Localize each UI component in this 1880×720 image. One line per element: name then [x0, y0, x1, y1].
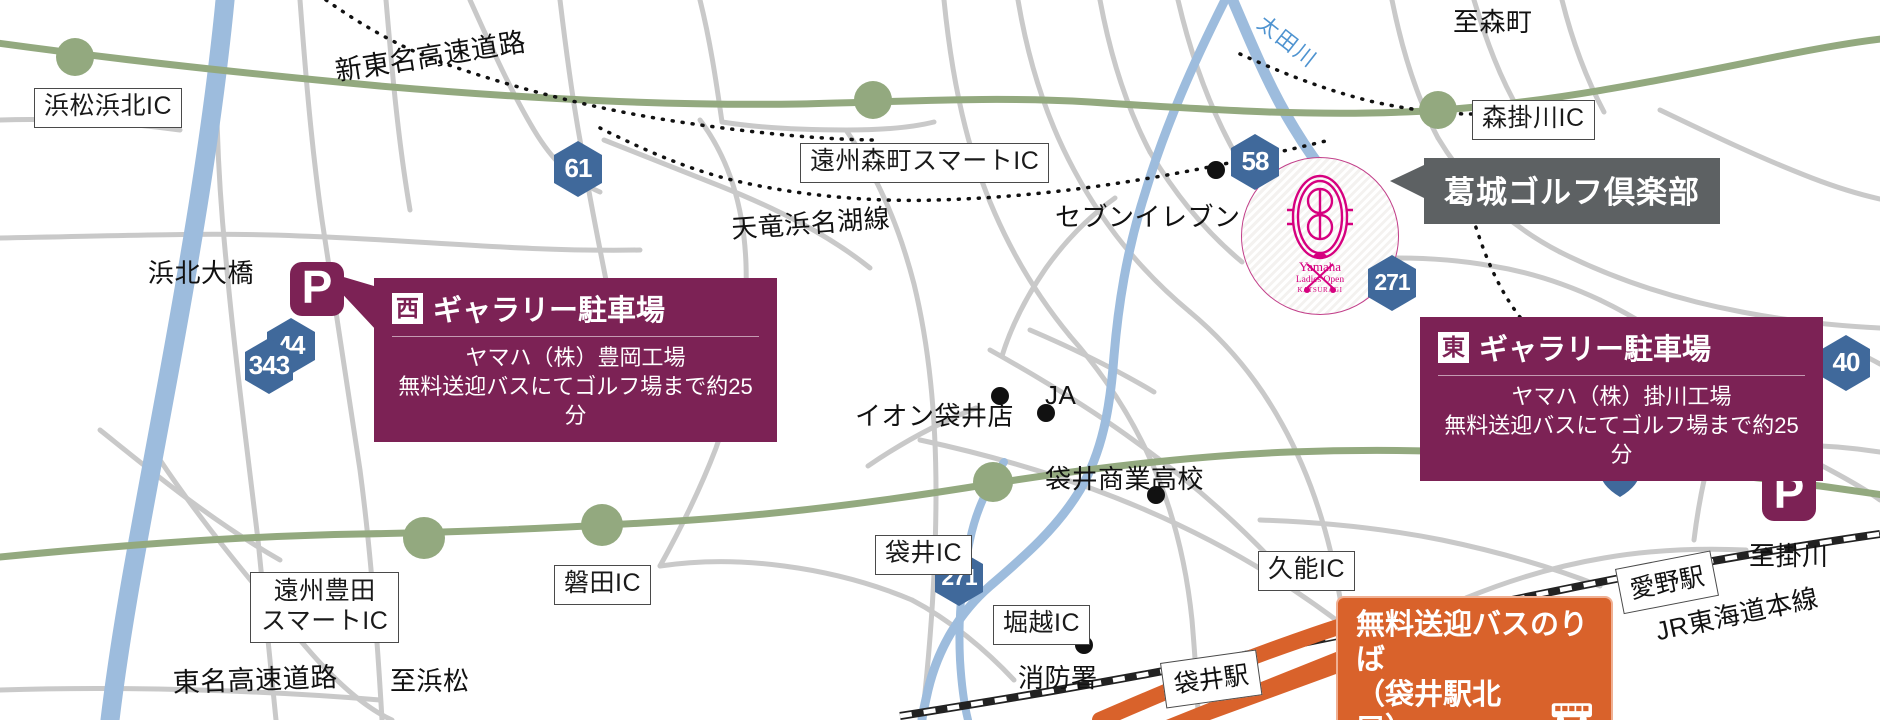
east-parking-title-row: 東 ギャラリー駐車場 [1438, 326, 1805, 368]
route-shield-61-label: 61 [564, 152, 593, 183]
bus-stop-callout[interactable]: 無料送迎バスのりば （袋井駅北口） [1336, 596, 1613, 720]
label-aeon-fukuroi: イオン袋井店 [855, 401, 1015, 431]
ota-river-lower [917, 0, 1229, 720]
west-parking-sub-line1: ヤマハ（株）豊岡工場 [465, 345, 686, 370]
logo-brand-line1: Yamaha [1299, 259, 1341, 274]
route-shield-343[interactable]: 343 [243, 337, 295, 395]
ic-node-hamamatsu-hamakita [56, 38, 94, 76]
golf-club-callout[interactable]: 葛城ゴルフ倶楽部 [1424, 158, 1720, 224]
east-direction-badge: 東 [1438, 331, 1469, 363]
label-ja: JA [1045, 380, 1077, 410]
label-tomei-expressway: 東名高速道路 [172, 662, 339, 698]
ic-node-enshu-morimachi [854, 81, 892, 119]
east-parking-title: ギャラリー駐車場 [1479, 334, 1712, 366]
ic-label-fukuroi: 袋井IC [875, 535, 973, 575]
route-shield-58-label: 58 [1241, 145, 1270, 176]
ic-node-fukuroi [973, 462, 1013, 502]
bus-stop-line2: （袋井駅北口） [1356, 678, 1502, 720]
east-parking-sub-line1: ヤマハ（株）掛川工場 [1511, 384, 1732, 409]
ic-label-kuno: 久能IC [1258, 551, 1356, 591]
label-fire-department: 消防署 [1018, 663, 1098, 693]
east-parking-sub-line2: 無料送迎バスにてゴルフ場まで約25分 [1444, 413, 1799, 468]
label-to-kakegawa: 至掛川 [1749, 541, 1829, 571]
bus-stop-line1: 無料送迎バスのりば [1356, 609, 1589, 676]
route-shield-271-north-label: 271 [1374, 268, 1410, 295]
ic-label-iwata: 磐田IC [554, 565, 652, 605]
route-shield-40-label: 40 [1832, 346, 1861, 377]
ic-label-horikoshi: 堀越IC [993, 605, 1091, 645]
ic-label-enshu-toyoda-smart: 遠州豊田 スマートIC [250, 572, 400, 643]
logo-brand-line2: Ladies Open [1296, 275, 1345, 285]
label-fukuroi-commercial-highschool: 袋井商業高校 [1045, 464, 1205, 494]
east-callout-divider [1438, 375, 1805, 376]
west-parking-sub-line2: 無料送迎バスにてゴルフ場まで約25分 [398, 374, 753, 429]
route-shield-343-label: 343 [248, 349, 290, 380]
route-shield-271-north[interactable]: 271 [1366, 254, 1418, 312]
ic-node-morikakegawa [1419, 91, 1457, 129]
ic-label-enshu-morimachi-smart: 遠州森町スマートIC [800, 143, 1050, 183]
ic-label-morikakegawa: 森掛川IC [1472, 100, 1595, 140]
label-hamakita-ohashi-bridge: 浜北大橋 [148, 258, 255, 288]
ic-node-iwata [581, 504, 623, 546]
label-to-morimachi: 至森町 [1453, 7, 1533, 37]
ic-label-hamamatsu-hamakita: 浜松浜北IC [34, 88, 183, 128]
tenryu-river-line [100, 0, 235, 720]
west-parking-title: ギャラリー駐車場 [433, 295, 666, 327]
aeon-dot [991, 387, 1009, 405]
west-direction-badge: 西 [392, 292, 423, 324]
east-parking-callout[interactable]: 東 ギャラリー駐車場 ヤマハ（株）掛川工場 無料送迎バスにてゴルフ場まで約25分 [1420, 317, 1823, 482]
west-parking-callout[interactable]: 西 ギャラリー駐車場 ヤマハ（株）豊岡工場 無料送迎バスにてゴルフ場まで約25分 [374, 278, 777, 443]
label-seven-eleven: セブンイレブン [1055, 202, 1241, 232]
ic-label-enshu-toyoda-line1: 遠州豊田 [273, 577, 376, 605]
ic-label-enshu-toyoda-line2: スマートIC [261, 606, 389, 635]
seven-eleven-dot [1207, 161, 1225, 179]
ic-node-enshu-toyoda [403, 517, 445, 559]
label-to-hamamatsu: 至浜松 [390, 666, 470, 696]
golf-callout-pointer [1390, 165, 1424, 198]
ja-dot [1037, 404, 1055, 422]
route-shield-58[interactable]: 58 [1229, 133, 1281, 191]
bus-icon [1551, 703, 1592, 720]
logo-brand-line3: KATSURAGI [1297, 286, 1342, 294]
west-parking-title-row: 西 ギャラリー駐車場 [392, 287, 759, 329]
route-shield-40[interactable]: 40 [1820, 334, 1872, 392]
bus-stop-line2-row: （袋井駅北口） [1356, 678, 1595, 720]
yamaha-ladies-open-katsuragi-logo: Yamaha Ladies Open KATSURAGI [1287, 174, 1353, 294]
shin-tomei-line [0, 35, 1880, 117]
west-callout-divider [392, 336, 759, 337]
highschool-dot [1147, 486, 1165, 504]
route-shield-61[interactable]: 61 [552, 140, 604, 198]
parking-west-marker[interactable]: P [290, 262, 344, 316]
